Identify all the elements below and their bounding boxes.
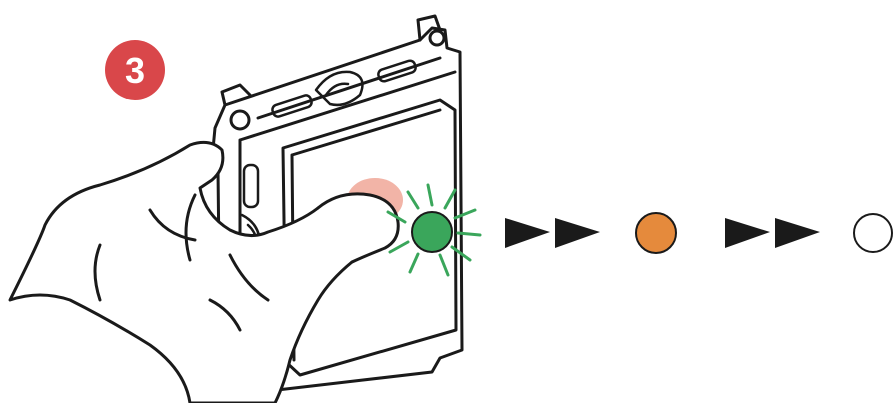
arrow-right-icon — [505, 218, 600, 248]
hand-crease-3 — [93, 243, 102, 302]
screw-hole-top — [428, 29, 446, 47]
hand-crease-4 — [208, 298, 242, 332]
step-badge-circle — [105, 40, 165, 100]
step-number: 3 — [125, 50, 145, 91]
hand-crease-1 — [184, 193, 197, 262]
arrow-right-icon — [725, 218, 820, 248]
hand-crease-2 — [228, 253, 270, 302]
led-blinking-green — [386, 183, 482, 277]
mounting-plate-top-lug — [416, 14, 442, 42]
step-badge: 3 — [105, 40, 165, 100]
mounting-plate-left-lug — [220, 83, 252, 107]
mounting-plate-slots — [271, 59, 417, 118]
led-off-icon — [853, 213, 893, 253]
led-orange-icon — [635, 212, 677, 254]
hand-index-finger — [316, 192, 400, 264]
screw-hole-left — [229, 109, 251, 131]
led-blinking-green-icon — [411, 211, 453, 253]
led-blink-rays — [386, 183, 482, 277]
hand-thumb-edge — [148, 208, 197, 242]
